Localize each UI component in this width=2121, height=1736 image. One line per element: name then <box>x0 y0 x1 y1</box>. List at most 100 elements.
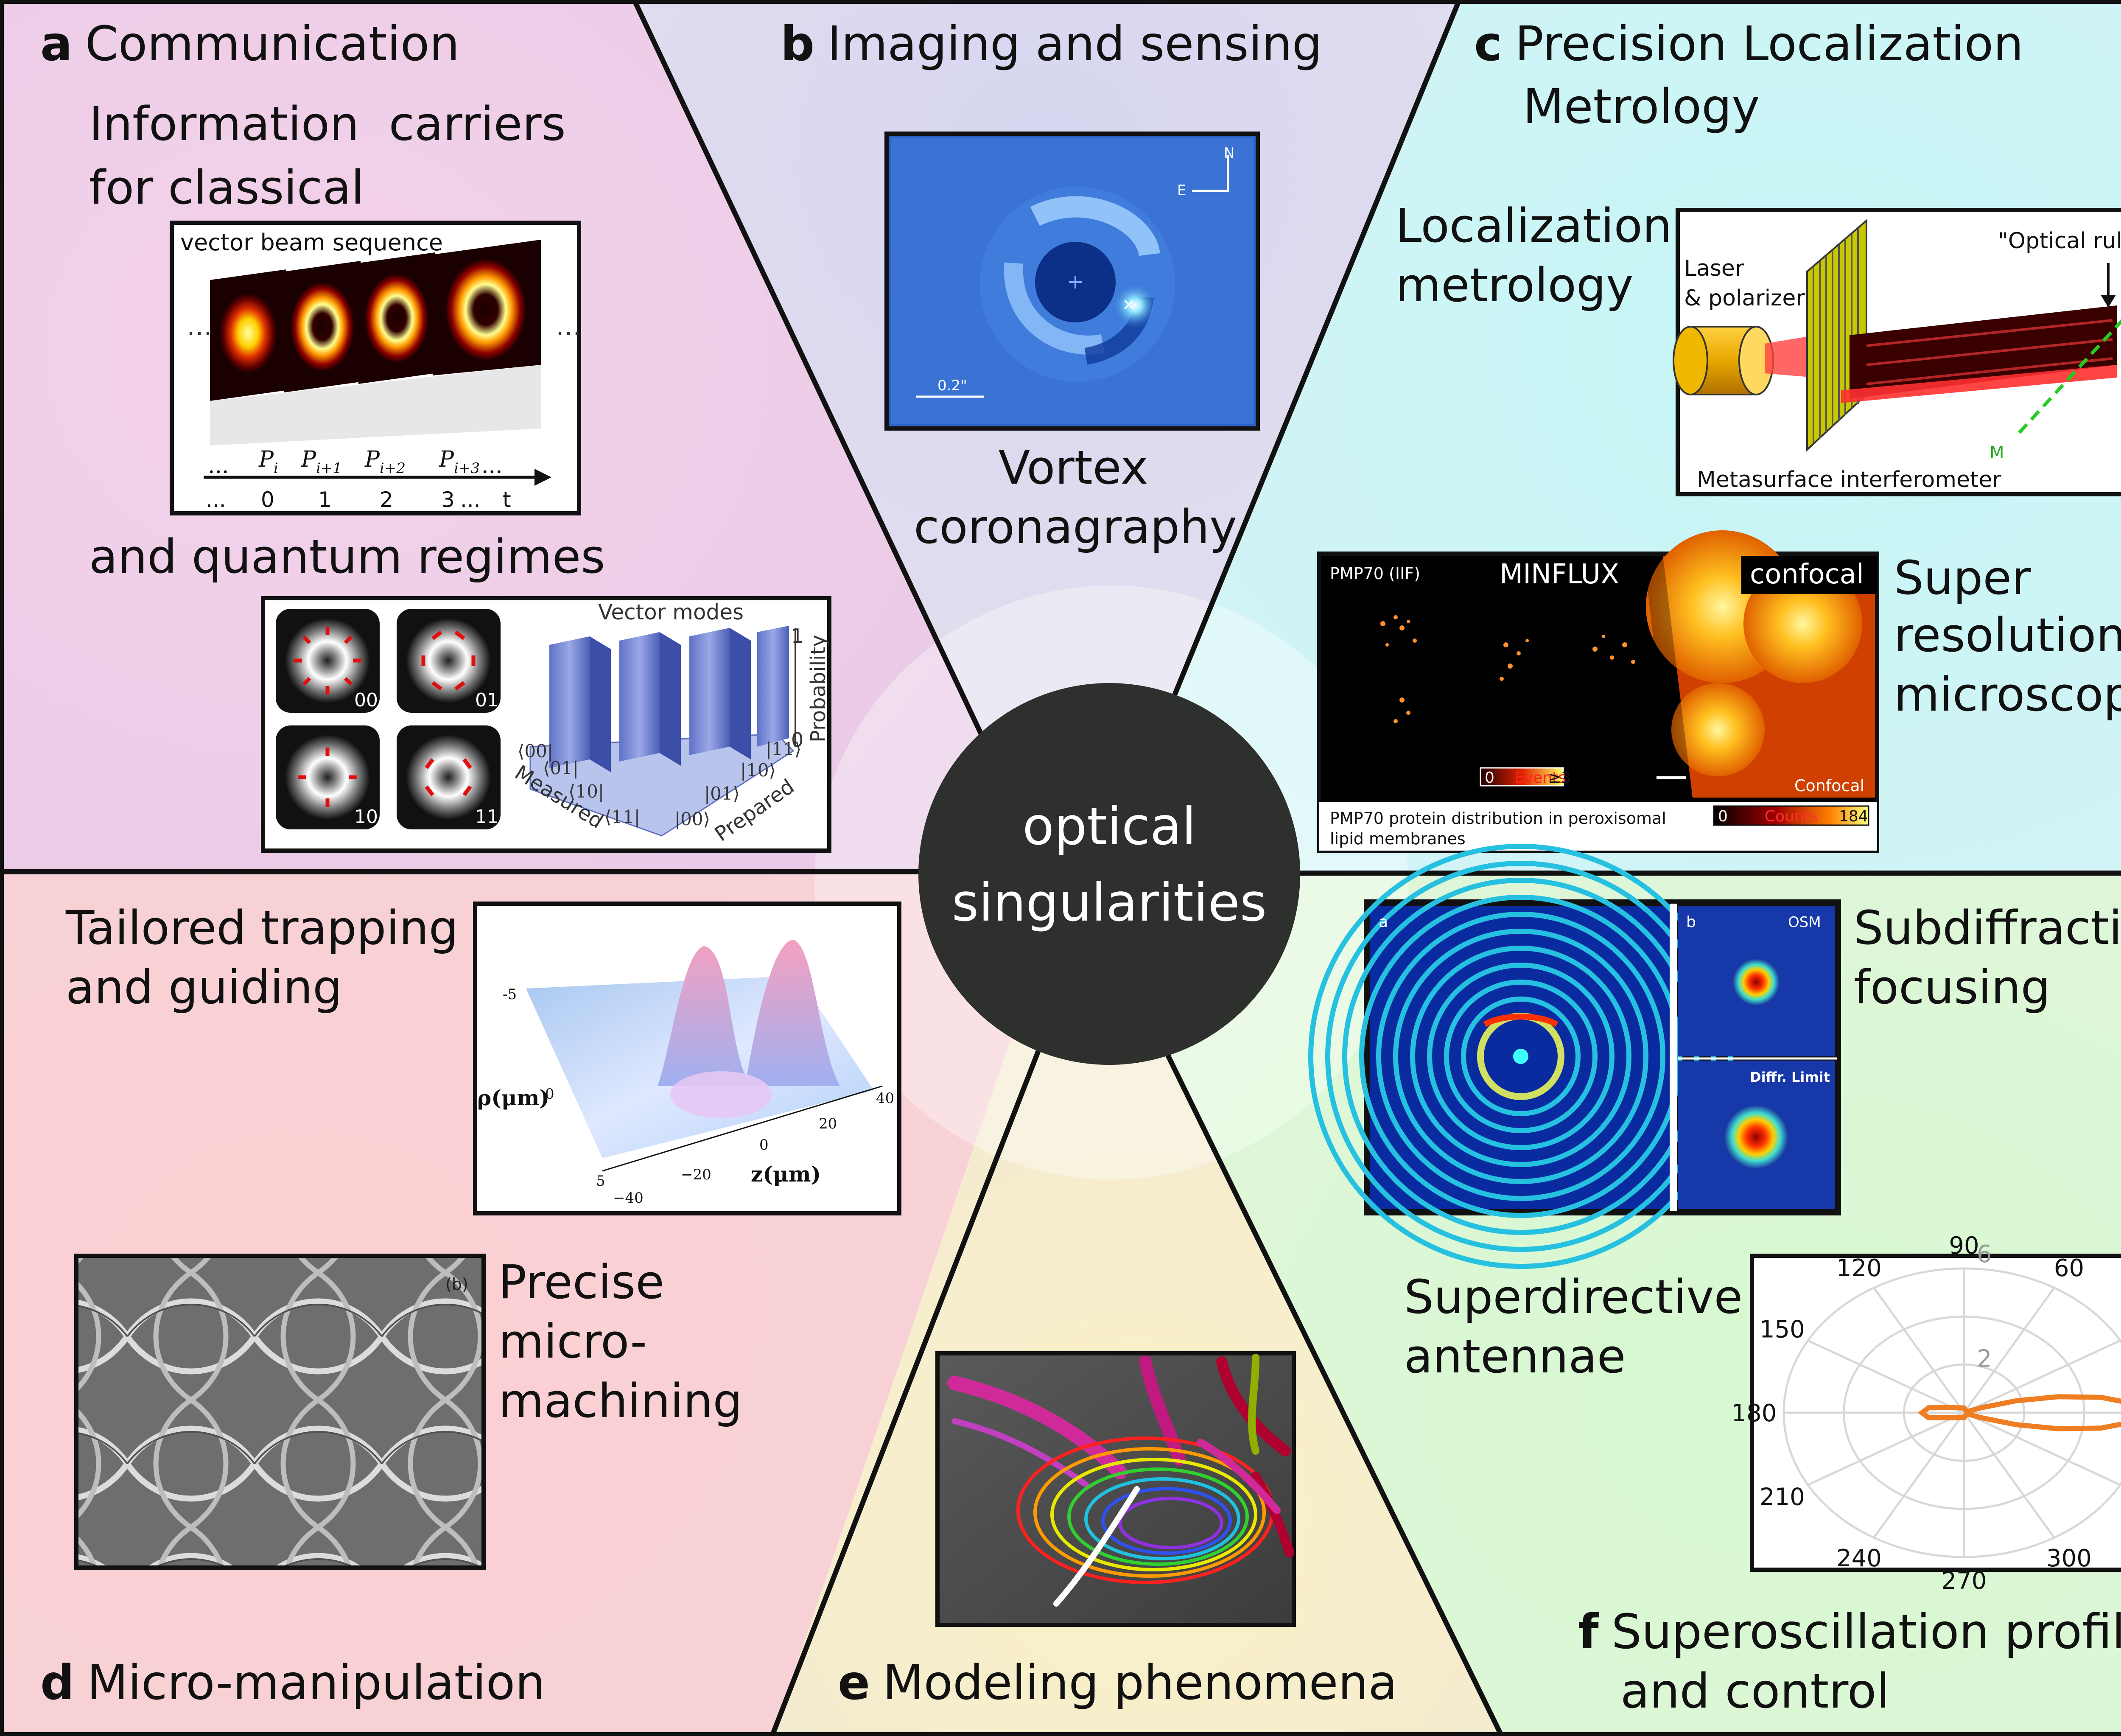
section-a-title: Communication <box>85 17 460 72</box>
metasurface-diagram: Laser & polarizer "Optical ruler" <box>1673 208 2121 496</box>
trapping-label-line2: and guiding <box>66 960 342 1014</box>
polar-angle-tick-300: 300 <box>2046 1545 2092 1572</box>
quantum-modes-panel: 00 01 10 11 Vector modes 1 <box>261 596 831 853</box>
section-c-letter: c <box>1474 17 1502 72</box>
minflux-image: PMP70 (IIF) MINFLUX confocal 0 Events ≥3… <box>1317 530 1879 853</box>
events-scale-min: 0 <box>1485 769 1494 787</box>
polar-plot: 0306090120150180210240270300330 26 <box>1732 1232 2121 1595</box>
beam-seq-dots-right: … <box>556 312 581 342</box>
section-f: a b OSM Diffr. Limit Subdiffraction focu… <box>1308 844 2121 1719</box>
polar-spoke-60 <box>1963 1287 2055 1414</box>
ket-measured-3: ⟨11| <box>604 806 640 827</box>
section-d-title: Micro-manipulation <box>87 1655 545 1711</box>
polar-spoke-240 <box>1873 1412 1965 1538</box>
polar-angle-tick-90: 90 <box>1949 1232 1979 1260</box>
bar-plot-z-tick-1: 1 <box>791 624 803 647</box>
coronagraph-north-label: N <box>1224 145 1234 162</box>
svg-text:...: ... <box>206 487 226 512</box>
section-f-title-line1: Superoscillation profiling <box>1612 1604 2121 1660</box>
interference-fringes <box>1866 319 2113 385</box>
section-a-subtitle-line3: and quantum regimes <box>89 529 605 584</box>
seq-label-4: Pi+3 <box>439 447 480 477</box>
machining-label-line3: machining <box>498 1374 742 1428</box>
section-b-caption-line1: Vortex <box>998 440 1148 495</box>
seq-label-0: ... <box>208 453 229 479</box>
seq-label-2: Pi+1 <box>301 447 342 477</box>
probability-bar-plot: Vector modes 1 0 Probability Measured Pr… <box>511 600 830 846</box>
polar-spoke-150 <box>1807 1339 1965 1414</box>
mode-label-10: 10 <box>354 806 378 828</box>
events-scale-max: ≥3 <box>1548 769 1571 787</box>
events-scale-label: Events <box>1514 769 1566 787</box>
ket-prepared-3: |11⟩ <box>766 739 801 759</box>
section-b-title: Imaging and sensing <box>827 17 1322 72</box>
center-label-line2: singularities <box>952 873 1267 933</box>
ket-measured-0: ⟨00| <box>518 741 553 762</box>
beam-seq-dots-left: … <box>187 312 212 342</box>
ket-measured-1: ⟨01| <box>543 758 579 778</box>
polar-radial-ticks: 26 <box>1977 1240 1992 1373</box>
minflux-pmp-label: PMP70 (IIF) <box>1330 564 1420 583</box>
mode-tiles: 00 01 10 11 <box>276 609 501 829</box>
polar-spoke-330 <box>1963 1411 2121 1486</box>
focus-label-osm: OSM <box>1788 914 1821 931</box>
section-a-letter: a <box>40 17 73 72</box>
svg-text:...: ... <box>460 487 481 512</box>
section-a-subtitle-line2: for classical <box>89 160 364 215</box>
svg-text:0: 0 <box>261 487 274 512</box>
ruler-arrow-icon <box>2101 295 2116 308</box>
time-labels: ... 0 1 2 3 ... t <box>206 487 511 512</box>
vortex-render <box>935 1351 1296 1627</box>
antenna-label-line1: Superdirective <box>1404 1270 1743 1324</box>
polar-angle-tick-180: 180 <box>1732 1400 1777 1427</box>
polar-spoke-300 <box>1963 1412 2055 1538</box>
trap-plot-z-tick-m20: −20 <box>681 1166 711 1183</box>
svg-text:t: t <box>503 487 511 512</box>
svg-text:1: 1 <box>318 487 332 512</box>
section-f-letter: f <box>1578 1604 1599 1660</box>
polar-series-line <box>1917 1394 2121 1431</box>
polar-angle-ticks: 0306090120150180210240270300330 <box>1732 1232 2092 1595</box>
polar-radial-tick-6: 6 <box>1977 1240 1992 1268</box>
polar-radial-tick-2: 2 <box>1977 1345 1992 1373</box>
polar-angle-tick-120: 120 <box>1836 1254 1882 1282</box>
minflux-clusters <box>1380 615 1635 723</box>
trap-plot-ylabel: ρ(μm) <box>477 1085 549 1110</box>
trap-plot-rho-tick-bottom: 5 <box>596 1173 605 1190</box>
bar-plot-z-axis-label: Probability <box>806 635 830 742</box>
laser-label-line2: & polarizer <box>1684 286 1805 311</box>
ket-measured-2: ⟨10| <box>568 781 604 802</box>
trapping-label-line1: Tailored trapping <box>65 901 459 955</box>
ruler-m-bottom: M <box>1989 443 2004 462</box>
localization-label-line1: Localization <box>1396 199 1672 253</box>
center-circle <box>918 683 1300 1065</box>
vector-beam-caption: vector beam sequence <box>180 229 443 256</box>
polar-angle-tick-60: 60 <box>2054 1254 2084 1282</box>
section-d-letter: d <box>40 1655 74 1711</box>
vector-beam-panel: vector beam sequence … … ... Pi Pi+1 Pi+… <box>170 221 581 515</box>
bar-plot-z-tick-0: 0 <box>791 728 803 751</box>
focus-label-b: b <box>1686 913 1696 931</box>
section-e-title: Modeling phenomena <box>883 1655 1397 1711</box>
super-res-line1: Super <box>1894 551 2031 605</box>
focus-label-a: a <box>1379 913 1388 931</box>
polar-spoke-210 <box>1807 1411 1965 1486</box>
trap-plot-rho-tick-mid: 0 <box>545 1086 554 1103</box>
metasurface-label: Metasurface interferometer <box>1697 467 2001 493</box>
super-res-line3: microscopy <box>1894 667 2121 722</box>
coronagraph-east-label: E <box>1177 182 1186 199</box>
coronagraph-scale-label: 0.2" <box>937 377 967 394</box>
confocal-title: confocal <box>1750 559 1864 590</box>
trap-surface-plot: -5 ρ(μm) 0 5 −40 −20 0 20 40 z(μm) <box>473 902 901 1215</box>
polar-spoke-30 <box>1963 1339 2121 1414</box>
